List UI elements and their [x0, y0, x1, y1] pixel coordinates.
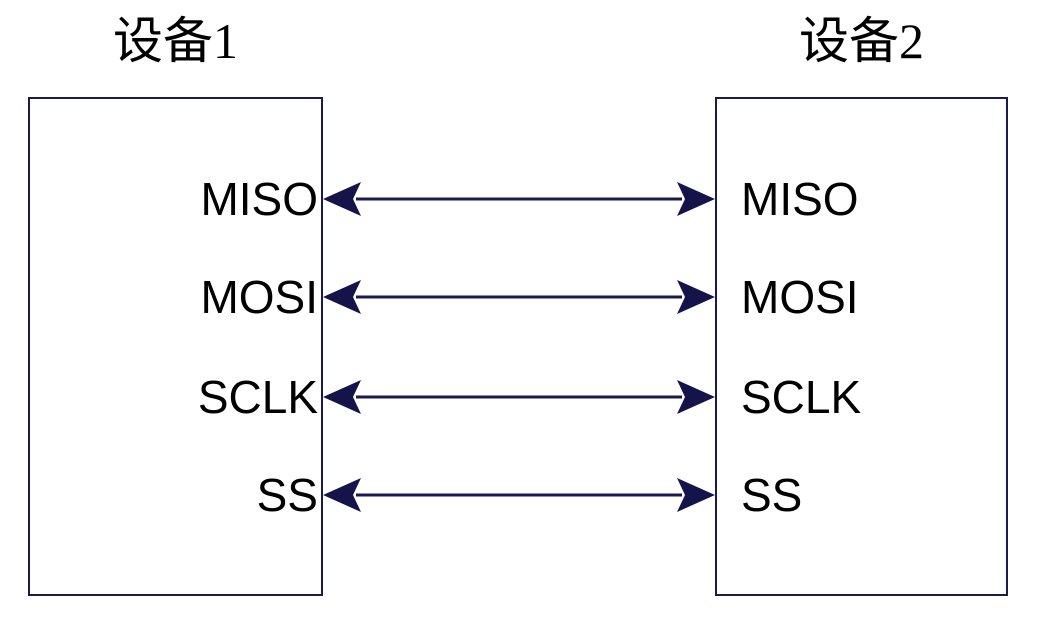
connection-arrow-miso: [323, 182, 715, 216]
connection-arrow-sclk: [323, 380, 715, 414]
device-1-pin-ss: SS: [256, 469, 318, 521]
device-1-pin-mosi: MOSI: [200, 271, 318, 323]
device-1-pin-list: MISO MOSI SCLK SS: [40, 97, 318, 596]
device-2-pin-ss: SS: [741, 469, 803, 521]
device-2-pin-list: MISO MOSI SCLK SS: [741, 97, 1001, 596]
device-2-pin-mosi: MOSI: [741, 271, 859, 323]
device-2-pin-sclk: SCLK: [741, 371, 862, 423]
device-2-title: 设备2: [799, 13, 924, 69]
connection-arrow-mosi: [323, 280, 715, 314]
device-1-pin-miso: MISO: [200, 173, 318, 225]
device-2-box: [715, 97, 1008, 596]
device-1-pin-sclk: SCLK: [197, 371, 318, 423]
device-1-title: 设备1: [113, 13, 238, 69]
device-2-pin-miso: MISO: [741, 173, 859, 225]
connection-arrow-ss: [323, 478, 715, 512]
device-1-box: [28, 97, 323, 596]
